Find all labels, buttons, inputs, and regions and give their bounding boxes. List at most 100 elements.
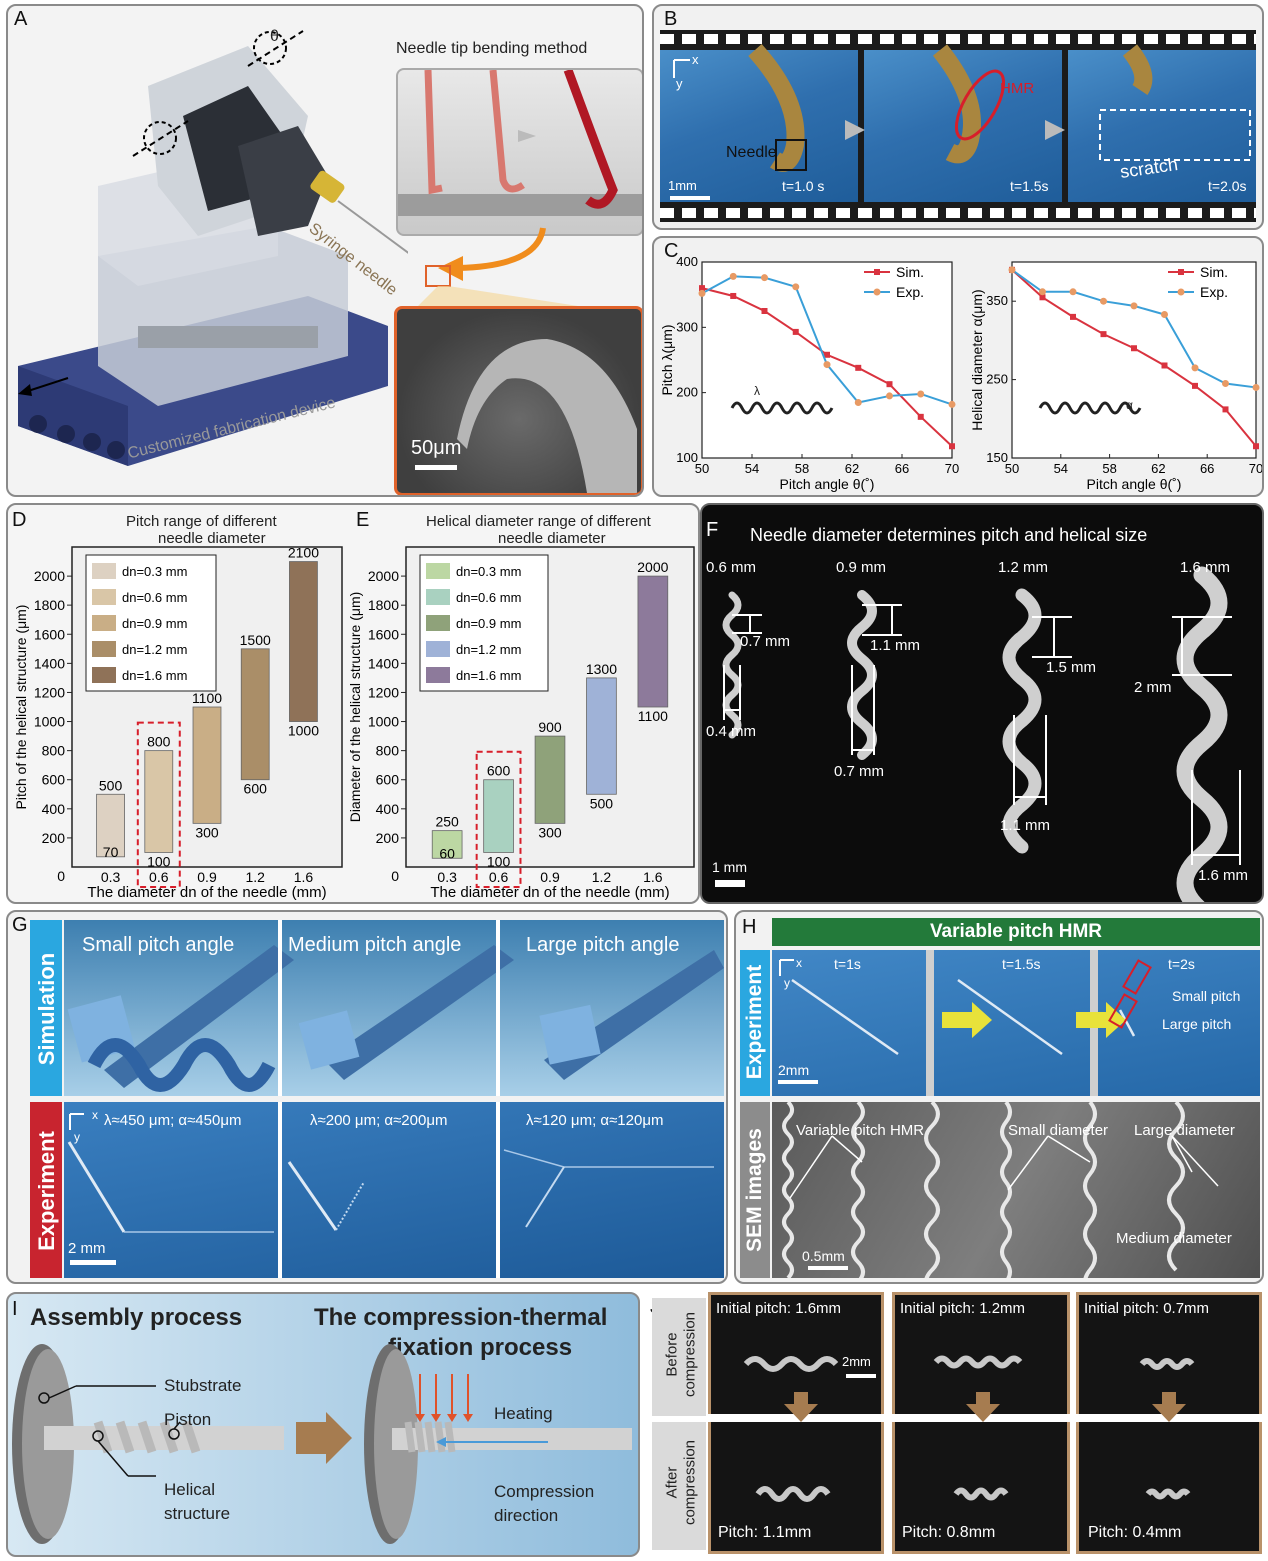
- data-point-exp: [1130, 302, 1138, 310]
- panel-d-title-1: Pitch range of different: [126, 513, 277, 530]
- panel-e-title-2: needle diameter: [498, 530, 606, 547]
- scale-bar-label: 50μm: [411, 437, 462, 459]
- legend-label: Sim.: [896, 264, 924, 280]
- data-point-exp: [792, 283, 800, 291]
- axis-y: y: [784, 976, 790, 990]
- range-low-label: 300: [538, 824, 562, 840]
- legend-label: dn=0.6 mm: [122, 590, 187, 605]
- sem-side-label: SEM images: [740, 1102, 770, 1278]
- y-axis-label: Pitch λ(μm): [659, 324, 675, 395]
- range-bar: [96, 793, 125, 858]
- x-tick-label: 54: [745, 461, 759, 476]
- y-tick-label: 250: [986, 372, 1008, 387]
- scale-label: 2mm: [842, 1354, 871, 1369]
- data-point-sim: [886, 381, 893, 388]
- legend-marker: [873, 288, 881, 296]
- experiment-side-label: Experiment: [740, 950, 770, 1096]
- x-axis-label: Pitch angle θ(˚): [1087, 476, 1182, 492]
- scale-label: 1 mm: [712, 859, 747, 875]
- x-tick-label: 50: [695, 461, 709, 476]
- panel-f: F Needle diameter determines pitch and h…: [700, 503, 1264, 904]
- y-tick-label: 1200: [34, 684, 65, 700]
- x-tick-label: 70: [1249, 461, 1262, 476]
- panel-i: I Assembly process The compression-therm…: [6, 1292, 640, 1557]
- panel-a-label: A: [14, 8, 28, 30]
- pitch-16: 2 mm: [1134, 679, 1172, 696]
- y-tick-label: 400: [676, 254, 698, 269]
- data-point-sim: [761, 308, 768, 314]
- bending-method-illustration: [396, 68, 642, 236]
- dia-12: 1.1 mm: [1000, 817, 1051, 834]
- panel-i-label: I: [12, 1298, 18, 1320]
- panel-f-label: F: [706, 519, 719, 541]
- range-low-label: 1000: [288, 723, 319, 739]
- x-tick-label: 54: [1054, 461, 1068, 476]
- needle-09-label: 0.9 mm: [836, 559, 887, 576]
- plot-area-1: [1011, 261, 1257, 459]
- legend-swatch: [92, 667, 116, 683]
- x-tick-label: 66: [1200, 461, 1214, 476]
- sem-images: [772, 1100, 1260, 1282]
- direction-label-1: Compression: [494, 1482, 595, 1501]
- x-tick-label: 0.3: [437, 869, 457, 885]
- dia-16: 1.6 mm: [1198, 867, 1249, 884]
- origin-label: 0: [57, 868, 65, 884]
- x-tick-label: 0.6: [489, 869, 509, 885]
- final-pitch-2: Pitch: 0.8mm: [902, 1524, 996, 1541]
- y-tick-label: 1000: [368, 714, 399, 730]
- y-tick-label: 1400: [368, 655, 399, 671]
- legend-label: Exp.: [896, 284, 924, 300]
- legend-marker: [1177, 288, 1185, 296]
- y-axis-label: Diameter of the helical structure (μm): [347, 592, 363, 823]
- helical-label-1: Helical: [164, 1480, 216, 1499]
- helix-photographs: [715, 566, 1241, 902]
- data-point-sim: [1192, 382, 1198, 389]
- range-bar: [289, 561, 318, 722]
- legend-label: Exp.: [1200, 284, 1228, 300]
- range-low-label: 500: [590, 795, 614, 811]
- initial-pitch-2: Initial pitch: 1.2mm: [900, 1300, 1026, 1317]
- helix-inset-icon: [730, 401, 834, 415]
- legend-label: dn=1.2 mm: [456, 642, 521, 657]
- y-tick-label: 2000: [368, 568, 399, 584]
- panel-c-label: C: [664, 240, 679, 262]
- exp-3-values: λ≈120 μm; α≈120μm: [526, 1112, 664, 1129]
- origin-label: 0: [391, 868, 399, 884]
- range-bar: [192, 706, 222, 824]
- axis-y: y: [676, 76, 683, 91]
- x-tick-label: 1.2: [245, 869, 265, 885]
- needle-12-label: 1.2 mm: [998, 559, 1049, 576]
- highlight-box: [136, 721, 181, 888]
- legend-marker: [874, 269, 880, 275]
- range-bar: [483, 779, 514, 853]
- x-tick-label: 1.6: [294, 869, 314, 885]
- data-point-sim: [1161, 362, 1168, 369]
- zoom-arrow: [418, 227, 578, 306]
- heating-label: Heating: [494, 1404, 553, 1423]
- large-pitch-title: Large pitch angle: [526, 934, 680, 956]
- x-axis-label: Pitch angle θ(˚): [780, 476, 875, 492]
- compression-helices: [708, 1355, 1262, 1502]
- exp-1-values: λ≈450 μm; α≈450μm: [104, 1112, 242, 1129]
- x-tick-label: 0.9: [540, 869, 560, 885]
- panel-g-label: G: [12, 914, 28, 936]
- data-point-exp: [1222, 380, 1229, 388]
- legend-swatch: [426, 563, 450, 579]
- compression-photo-1: [708, 1292, 884, 1554]
- x-tick-label: 0.9: [197, 869, 217, 885]
- range-bar-charts: 2004006008001000120014001600180020000Pit…: [13, 545, 695, 901]
- panel-b-label: B: [664, 8, 678, 30]
- scale-label: 2 mm: [68, 1240, 106, 1257]
- y-tick-label: 200: [676, 385, 698, 400]
- range-bar: [144, 750, 174, 853]
- substrate-label: Stubstrate: [164, 1376, 242, 1395]
- y-tick-label: 1800: [34, 597, 65, 613]
- legend-label: dn=1.2 mm: [122, 642, 187, 657]
- axis-x: x: [92, 1108, 98, 1122]
- legend-swatch: [92, 615, 116, 631]
- dia-06: 0.4 mm: [706, 723, 757, 740]
- legend-swatch: [426, 641, 450, 657]
- range-high-label: 800: [147, 734, 171, 750]
- range-bar: [431, 830, 463, 859]
